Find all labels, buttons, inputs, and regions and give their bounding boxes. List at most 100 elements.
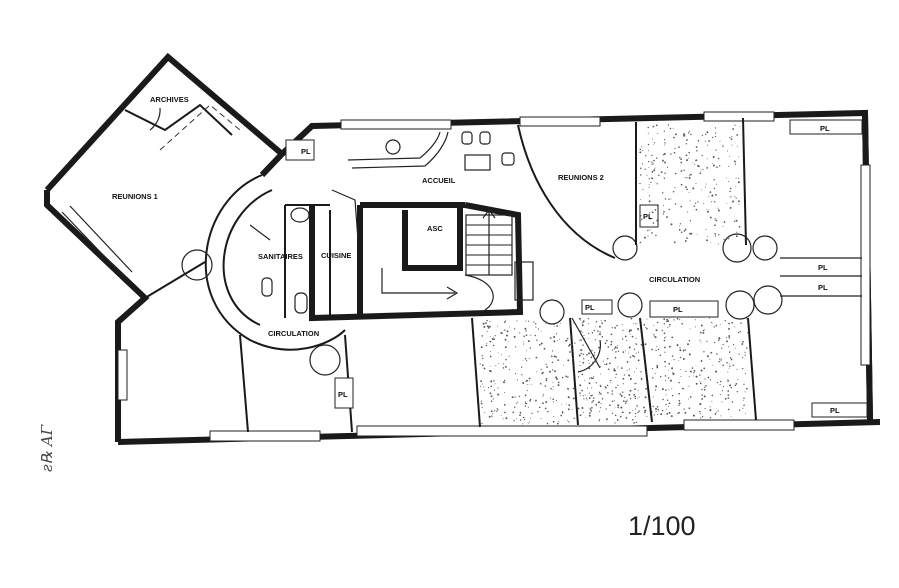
speckle-dot [504, 338, 507, 341]
speckle-dot [599, 411, 601, 413]
speckle-dot [678, 146, 680, 148]
speckle-dot [582, 361, 585, 364]
speckle-dot [671, 355, 674, 357]
speckle-dot [738, 203, 740, 205]
speckle-dot [640, 378, 643, 380]
speckle-dot [688, 151, 690, 154]
speckle-dot [581, 389, 584, 392]
speckle-dot [653, 142, 656, 144]
speckle-dot [633, 356, 636, 358]
speckle-dot [591, 349, 593, 352]
speckle-dot [489, 325, 491, 328]
speckle-dot [668, 325, 670, 327]
speckle-dot [588, 347, 590, 349]
speckle-dot [508, 355, 510, 357]
speckle-dot [640, 343, 643, 346]
speckle-dot [628, 330, 631, 333]
speckle-dot [496, 410, 498, 413]
speckle-dot [747, 332, 749, 334]
speckle-dot [560, 414, 563, 417]
speckle-dot [712, 162, 713, 164]
speckle-dot [565, 403, 567, 405]
speckle-dot [685, 154, 688, 157]
speckle-dot [484, 412, 486, 413]
speckle-dot [480, 400, 483, 402]
speckle-dot [718, 360, 720, 363]
speckle-dot [613, 369, 616, 372]
speckle-dot [529, 347, 531, 349]
speckle-dot [588, 414, 591, 417]
speckle-dot [699, 380, 701, 382]
speckle-dot [723, 221, 726, 223]
speckle-dot [588, 323, 590, 325]
speckle-dot [724, 398, 727, 400]
speckle-dot [620, 394, 623, 397]
speckle-dot [656, 205, 659, 207]
speckle-dot [655, 124, 658, 127]
speckle-dot [625, 402, 627, 404]
speckle-dot [493, 389, 496, 391]
speckle-dot [713, 178, 715, 181]
speckle-dot [712, 164, 715, 167]
speckle-dot [539, 382, 542, 385]
room-labels: ARCHIVES REUNIONS 1 REUNIONS 2 ACCUEIL A… [112, 95, 700, 338]
speckle-dot [497, 352, 499, 354]
speckle-dot [678, 402, 681, 405]
speckle-dot [560, 322, 562, 324]
speckle-dot [490, 370, 492, 373]
speckle-dot [732, 128, 735, 130]
speckle-dot [731, 321, 734, 324]
speckle-dot [580, 352, 582, 355]
speckle-dot [504, 321, 506, 323]
speckle-dot [742, 341, 744, 343]
speckle-dot [717, 157, 720, 160]
speckle-dot [734, 196, 736, 197]
speckle-dot [727, 390, 730, 392]
speckle-dot [688, 158, 690, 160]
speckle-dot [651, 367, 654, 369]
speckle-dot [654, 167, 656, 169]
speckle-dot [688, 339, 691, 342]
speckle-dot [522, 416, 525, 419]
speckle-dot [686, 177, 688, 179]
speckle-dot [687, 398, 689, 400]
speckle-dot [583, 358, 585, 360]
speckle-dot [567, 396, 570, 399]
speckle-dot [619, 393, 622, 396]
speckle-dot [641, 379, 643, 381]
speckle-dot [722, 225, 724, 227]
speckle-dot [584, 394, 586, 396]
speckle-dot [606, 358, 609, 360]
speckle-dot [487, 326, 490, 329]
speckle-dot [589, 392, 591, 394]
speckle-dot [730, 416, 732, 417]
room-label-circulation-right: CIRCULATION [649, 275, 700, 284]
speckle-dot [572, 357, 574, 360]
speckle-dot [679, 156, 681, 159]
speckle-dot [568, 389, 569, 391]
speckle-dot [715, 370, 718, 373]
speckle-dot [519, 419, 522, 421]
speckle-dot [680, 170, 683, 172]
speckle-dot [715, 324, 718, 327]
speckle-dot [571, 409, 573, 411]
speckle-dot [579, 364, 581, 366]
speckle-dot [705, 186, 707, 188]
speckle-dot [553, 326, 555, 327]
speckle-dot [525, 320, 527, 322]
speckle-dot [705, 183, 707, 185]
speckle-dot [676, 317, 679, 320]
speckle-dot [649, 229, 651, 231]
speckle-dot [481, 422, 483, 425]
speckle-dot [601, 322, 603, 325]
speckle-dot [656, 413, 659, 416]
speckle-dot [715, 411, 717, 413]
speckle-dot [671, 336, 674, 339]
speckle-dot [647, 235, 649, 237]
speckle-dot [743, 399, 745, 401]
speckle-dot [633, 422, 635, 424]
speckle-dot [593, 352, 596, 354]
speckle-dot [699, 382, 702, 385]
speckle-dot [552, 381, 554, 383]
